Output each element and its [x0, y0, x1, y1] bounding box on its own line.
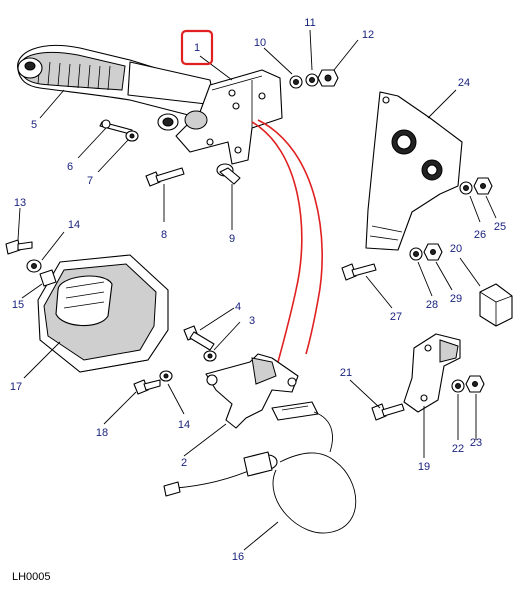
washer-7	[125, 130, 139, 142]
clip-15	[39, 269, 57, 287]
screw-13	[5, 239, 33, 255]
callout-16: 16	[232, 551, 244, 563]
reference-code: LH0005	[12, 571, 51, 583]
callout-23: 23	[470, 437, 482, 449]
callout-10: 10	[254, 37, 266, 49]
cable-route-line-right	[257, 119, 323, 355]
leader-lines	[17, 29, 497, 551]
callout-18: 18	[96, 427, 108, 439]
highlight-box	[180, 29, 214, 66]
callout-17: 17	[10, 381, 22, 393]
callout-7: 7	[87, 175, 93, 187]
washer-14-lower	[159, 370, 173, 382]
callout-26: 26	[474, 229, 486, 241]
pin-9	[216, 163, 241, 185]
callout-20: 20	[450, 243, 462, 255]
callout-9: 9	[229, 233, 235, 245]
back-plate	[365, 91, 463, 251]
cable-route-lines	[251, 119, 323, 363]
callout-25: 25	[494, 221, 506, 233]
washer-28	[409, 247, 423, 261]
bolt-21	[371, 403, 405, 421]
callout-2: 2	[181, 457, 187, 469]
callout-13: 13	[14, 197, 26, 209]
callout-14-upper: 14	[68, 219, 80, 231]
bolt-8	[145, 167, 185, 187]
rubber-buffer	[479, 283, 513, 327]
callout-labels: 1 2 3 4 5 6 7 8 9 10 11 12 13 14 14 15 1…	[10, 17, 506, 563]
bolt-27	[341, 263, 377, 281]
lever-bracket	[157, 69, 283, 165]
callout-19: 19	[418, 461, 430, 473]
callout-8: 8	[161, 229, 167, 241]
nut-25	[473, 177, 493, 195]
screw-4	[183, 325, 215, 351]
washer-nut-stack	[289, 69, 339, 89]
callout-15: 15	[12, 299, 24, 311]
callout-1: 1	[194, 42, 200, 54]
callout-21: 21	[340, 367, 352, 379]
callout-4: 4	[235, 301, 241, 313]
callout-6: 6	[67, 161, 73, 173]
switch-cable	[163, 411, 357, 534]
callout-11: 11	[304, 17, 315, 29]
lever-gaiter	[37, 254, 169, 373]
washer-14-upper	[26, 259, 42, 273]
callout-22: 22	[452, 443, 464, 455]
split-pin	[99, 119, 133, 135]
callout-3: 3	[249, 315, 255, 327]
callout-29: 29	[450, 293, 462, 305]
switch-bracket-19	[403, 333, 461, 413]
nut-26	[459, 181, 473, 195]
washer-22	[451, 379, 465, 393]
warning-switch-bracket	[205, 353, 319, 429]
cable-route-line-left	[251, 121, 303, 363]
handbrake-lever	[17, 44, 229, 119]
washer-3	[203, 350, 217, 362]
callout-27: 27	[390, 311, 402, 323]
callout-28: 28	[426, 299, 438, 311]
callout-14-lower: 14	[178, 419, 190, 431]
screw-18	[133, 379, 161, 395]
callout-5: 5	[31, 119, 37, 131]
callout-24: 24	[458, 77, 470, 89]
nut-29	[423, 243, 443, 261]
nut-23	[465, 375, 485, 393]
callout-12: 12	[362, 29, 374, 41]
